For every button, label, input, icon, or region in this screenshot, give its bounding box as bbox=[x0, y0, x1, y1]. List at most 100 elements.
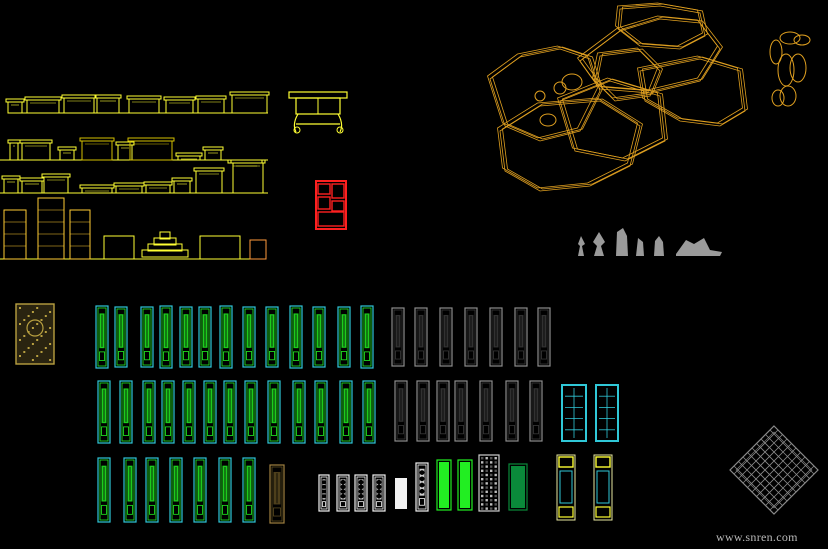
table-row2-3 bbox=[57, 146, 77, 161]
lattice-outline bbox=[729, 425, 819, 515]
panel-hole bbox=[358, 493, 364, 499]
table-row2-1 bbox=[7, 139, 21, 161]
cyan-lattice-frame-1 bbox=[561, 384, 587, 442]
table-row2-5 bbox=[115, 141, 135, 161]
tile-dot bbox=[49, 327, 52, 329]
ornate-frame bbox=[556, 454, 576, 521]
green-panel-r3-6 bbox=[218, 457, 232, 523]
cabinet-row4-3 bbox=[69, 209, 91, 260]
panel-frame bbox=[514, 307, 528, 367]
fret-cell bbox=[481, 473, 484, 477]
panel-frame bbox=[114, 306, 128, 368]
tile-dot bbox=[23, 335, 26, 337]
rock-outline-6-2 bbox=[559, 80, 666, 162]
panel-lower bbox=[101, 426, 107, 436]
fret-cell bbox=[485, 503, 488, 506]
fret-cell bbox=[490, 478, 493, 481]
panel-frame bbox=[218, 457, 232, 523]
panel-inner bbox=[116, 308, 126, 366]
panel-inner bbox=[291, 307, 301, 367]
tile-dot bbox=[19, 323, 21, 325]
panel-frame bbox=[464, 307, 478, 367]
panel-inner bbox=[314, 308, 324, 366]
panel-lower bbox=[468, 350, 474, 360]
panel-lower bbox=[271, 426, 277, 436]
rock-outline-2-3 bbox=[502, 98, 643, 190]
cabinet-row4-2 bbox=[37, 197, 65, 260]
green-panel-r1-2 bbox=[114, 306, 128, 368]
brown-panel-r3 bbox=[269, 464, 285, 524]
white-tall-panel bbox=[415, 462, 429, 512]
rock-outline-5-3 bbox=[642, 56, 748, 125]
ornate-mid bbox=[559, 470, 573, 504]
panel-inner bbox=[396, 382, 406, 440]
tile-dot bbox=[49, 359, 52, 361]
fret-cell bbox=[485, 457, 488, 460]
panel-lower bbox=[341, 350, 347, 361]
panel-lower bbox=[296, 426, 302, 436]
tile-frame bbox=[15, 303, 55, 365]
panel-frame bbox=[95, 305, 109, 369]
panel-frame bbox=[267, 380, 281, 444]
panel-lower bbox=[418, 350, 424, 360]
panel-inner bbox=[481, 382, 491, 440]
panel-inner bbox=[200, 308, 210, 366]
table-body bbox=[195, 170, 223, 194]
rock-outline-1-2 bbox=[489, 48, 601, 142]
panel-lower bbox=[149, 504, 155, 515]
fret-cell bbox=[494, 465, 497, 468]
panel-inner bbox=[438, 382, 448, 440]
table-row3-2 bbox=[19, 177, 45, 194]
panel-inner bbox=[271, 466, 283, 522]
table-body bbox=[115, 185, 143, 194]
table-row1-3 bbox=[61, 94, 97, 114]
gray-panel-r1-3 bbox=[439, 307, 453, 367]
fret-cell bbox=[490, 490, 493, 493]
panel-frame bbox=[354, 474, 368, 512]
panel-lower bbox=[533, 424, 539, 435]
panel-frame bbox=[223, 380, 237, 444]
panel-frame bbox=[457, 459, 473, 511]
panel-frame bbox=[97, 380, 111, 444]
rock-pebble-7 bbox=[779, 85, 797, 107]
table-row1-4 bbox=[94, 94, 122, 114]
table-body bbox=[117, 144, 133, 161]
panel-frame bbox=[415, 462, 429, 512]
panel-frame bbox=[314, 380, 328, 444]
lattice-line-b bbox=[769, 465, 815, 511]
panel-fill bbox=[511, 466, 525, 508]
panel-hole bbox=[340, 493, 346, 499]
tile-medallion bbox=[26, 319, 44, 337]
panel-lower bbox=[518, 350, 524, 360]
panel-frame bbox=[416, 380, 430, 442]
shelf-cell-2 bbox=[331, 183, 345, 199]
panel-frame bbox=[318, 474, 330, 512]
green-solid-panel-2 bbox=[457, 459, 473, 511]
leg-scroll-left bbox=[293, 126, 301, 134]
table-row3-6 bbox=[143, 181, 173, 194]
white-panel-1 bbox=[318, 474, 330, 512]
ornate-door-panel-2 bbox=[593, 454, 613, 521]
panel-lower bbox=[246, 504, 252, 515]
panel-lower bbox=[318, 426, 324, 436]
panel-frame bbox=[336, 474, 350, 512]
panel-frame bbox=[244, 380, 258, 444]
cabinet-legs bbox=[293, 113, 343, 133]
fret-cell bbox=[481, 461, 484, 464]
rock-pebble-8 bbox=[561, 73, 583, 91]
panel-fill bbox=[460, 462, 470, 508]
fret-cell bbox=[481, 469, 484, 472]
panel-hole bbox=[419, 470, 425, 475]
green-panel-r1-6 bbox=[198, 306, 212, 368]
furniture-elevations bbox=[0, 91, 270, 260]
panel-frame bbox=[140, 306, 154, 368]
table-row2-6 bbox=[127, 137, 175, 161]
rock-pebble-5 bbox=[789, 53, 807, 83]
panel-hole bbox=[419, 482, 425, 488]
panel-frame bbox=[203, 380, 217, 444]
panel-frame bbox=[312, 306, 326, 368]
panel-frame bbox=[97, 457, 111, 523]
panel-hole bbox=[322, 484, 326, 489]
table-row3-8 bbox=[193, 167, 225, 194]
panel-lower bbox=[419, 498, 425, 506]
